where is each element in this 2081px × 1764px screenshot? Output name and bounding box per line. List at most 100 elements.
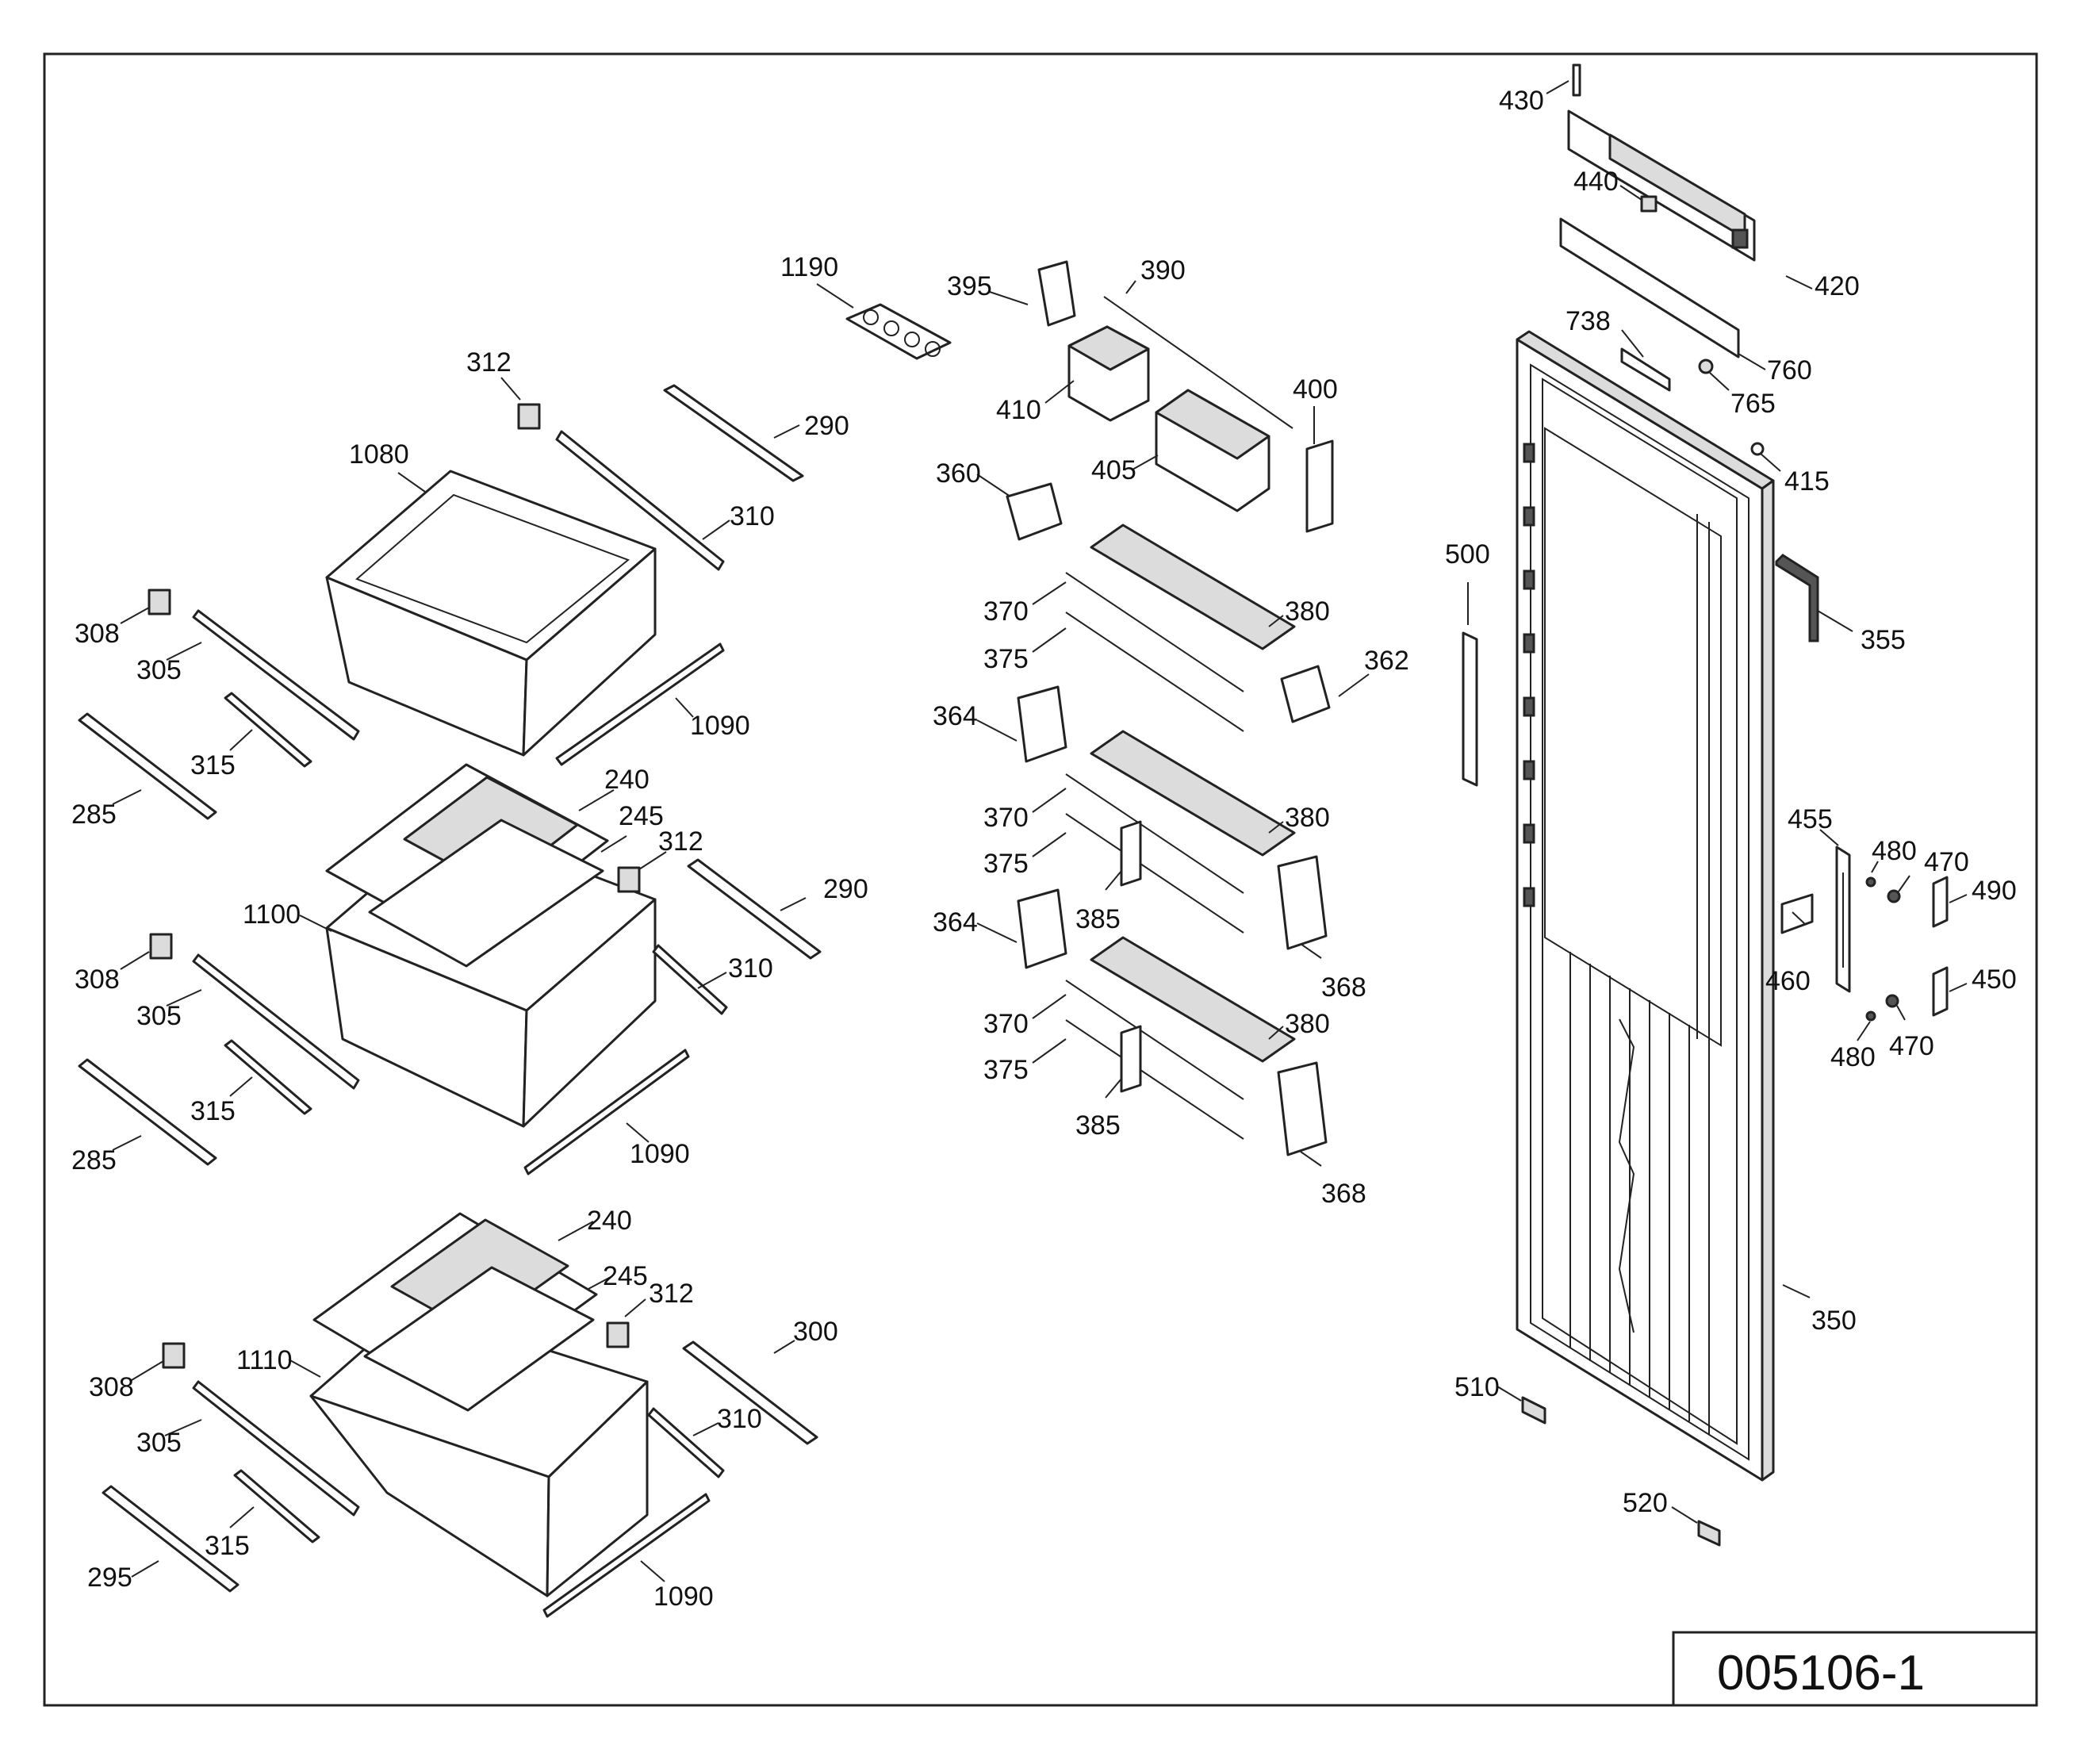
part-1190-egg-tray [845,303,952,360]
part-390-rod [1103,296,1293,429]
part-738-handle [1620,347,1671,392]
part-500-strip [1462,631,1478,787]
part-430-pin [1572,63,1581,97]
callout-300: 300 [793,1317,838,1347]
callout-305b: 305 [136,1001,182,1031]
callout-315c: 315 [205,1531,250,1561]
callout-480a: 480 [1872,836,1917,866]
drawing-frame [43,52,2038,1707]
callout-765: 765 [1730,389,1776,419]
callout-420: 420 [1815,271,1860,301]
callout-450: 450 [1972,964,2017,995]
callout-380b: 380 [1285,803,1330,833]
callout-370c: 370 [983,1009,1029,1039]
drawer-1080 [325,470,657,757]
door-shelf-2 [1017,730,1328,969]
callout-375c: 375 [983,1055,1029,1085]
callout-285b: 285 [71,1145,117,1175]
callout-455: 455 [1788,804,1833,834]
part-440-clip [1640,195,1658,213]
part-450-cover [1932,966,1949,1017]
callout-308b: 308 [75,964,120,995]
callout-460: 460 [1765,966,1811,996]
hinge-screws [1865,876,1901,1022]
callout-520: 520 [1623,1488,1668,1518]
part-355-bracket [1775,554,1819,642]
callout-285a: 285 [71,800,117,830]
callout-295: 295 [87,1563,132,1593]
callout-470b: 470 [1889,1031,1934,1061]
door-shelf-1 [1017,523,1331,763]
callout-290b: 290 [823,874,868,904]
callout-364b: 364 [933,907,978,938]
callout-370b: 370 [983,803,1029,833]
part-415-cap [1750,442,1765,456]
callout-labels: 430 440 420 760 738 765 415 355 500 455 … [71,86,2017,1612]
callout-480b: 480 [1830,1042,1876,1072]
callout-375b: 375 [983,849,1029,879]
small-clips-308-312 [148,403,641,1369]
callout-310a: 310 [730,501,775,531]
glass-shelf-240-245-upper [325,763,609,968]
callout-305a: 305 [136,655,182,685]
part-400-clip [1305,439,1334,533]
callout-1090c: 1090 [653,1582,714,1612]
callout-410: 410 [996,395,1041,425]
callout-310c: 310 [717,1404,762,1434]
door-shelf-3 [1065,936,1328,1156]
callout-312a: 312 [466,347,512,378]
callout-1090a: 1090 [690,711,750,741]
callout-440: 440 [1573,167,1619,197]
title-block: 005106-1 [1672,1631,2038,1707]
callout-315b: 315 [190,1096,236,1126]
part-765-bolt [1698,359,1714,374]
drawer-rails [78,384,822,1593]
part-405-box [1155,389,1270,512]
part-350-door [1516,330,1775,1482]
callout-385b: 385 [1075,1110,1121,1141]
callout-360: 360 [936,458,981,489]
part-510-foot [1521,1396,1546,1425]
callout-240b: 240 [587,1206,632,1236]
part-410-box [1067,325,1150,422]
callout-500: 500 [1445,539,1490,569]
leader-lines [112,80,1968,1582]
callout-415: 415 [1784,466,1830,497]
callout-400: 400 [1293,374,1338,405]
callout-380a: 380 [1285,596,1330,627]
callout-1080: 1080 [349,439,409,470]
callout-405: 405 [1091,455,1136,485]
part-490-cover [1932,876,1949,928]
drawing-number: 005106-1 [1717,1646,1925,1701]
callout-390: 390 [1140,255,1186,286]
callout-245b: 245 [603,1261,648,1291]
callout-310b: 310 [728,953,773,984]
callout-312c: 312 [649,1279,694,1309]
callout-385a: 385 [1075,904,1121,934]
part-520-foot [1697,1520,1721,1547]
callout-312b: 312 [658,826,703,857]
callout-1110: 1110 [236,1345,293,1375]
callout-370a: 370 [983,596,1029,627]
callout-240a: 240 [604,765,650,795]
callout-380c: 380 [1285,1009,1330,1039]
callout-375a: 375 [983,644,1029,674]
callout-490: 490 [1972,876,2017,906]
callout-350: 350 [1811,1306,1857,1336]
callout-315a: 315 [190,750,236,780]
part-460-bracket [1780,893,1814,934]
callout-470a: 470 [1924,847,1969,877]
callout-308a: 308 [75,619,120,649]
callout-738: 738 [1566,306,1611,336]
callout-1190: 1190 [780,252,838,282]
callout-305c: 305 [136,1428,182,1458]
callout-362: 362 [1364,646,1409,676]
callout-355: 355 [1861,625,1906,655]
callout-430: 430 [1499,86,1544,116]
callout-364a: 364 [933,701,978,731]
callout-510: 510 [1454,1372,1500,1402]
door-hinge-slots [1523,443,1535,907]
callout-245a: 245 [619,801,664,831]
part-420-control-module [1567,109,1756,262]
